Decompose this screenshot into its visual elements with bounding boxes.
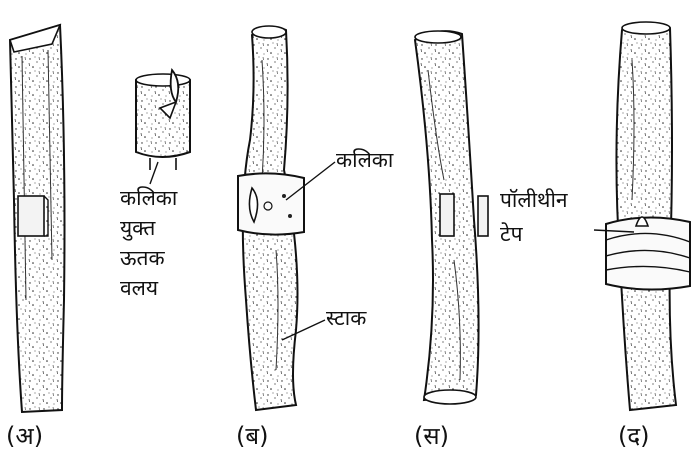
caption-d: (द): [618, 424, 649, 448]
label-polythene-2: टेप: [500, 224, 523, 245]
bud-ring-tissue: [136, 70, 190, 170]
leader-line-bud-ring: [150, 162, 158, 184]
cut-window-right: [478, 196, 488, 236]
caption-c: (स): [414, 424, 449, 448]
label-bud-ring-2: युक्त: [120, 218, 155, 239]
label-bud: कलिका: [336, 150, 393, 171]
label-polythene-1: पॉलीथीन: [500, 190, 568, 211]
label-bud-ring-4: वलय: [120, 278, 158, 299]
stem-a-stock: [10, 25, 65, 412]
label-bud-ring-1: कलिका: [120, 188, 177, 209]
stem-c-cut: [415, 31, 488, 404]
label-bud-ring-3: ऊतक: [120, 248, 165, 269]
caption-b: (ब): [236, 424, 268, 448]
bark-removed-patch: [18, 196, 44, 236]
stem-b-with-ring: [238, 26, 304, 410]
cut-window-left: [440, 194, 454, 236]
stem-d-wrapped: [606, 22, 690, 410]
label-stock: स्टाक: [326, 308, 366, 329]
caption-a: (अ): [6, 424, 43, 448]
